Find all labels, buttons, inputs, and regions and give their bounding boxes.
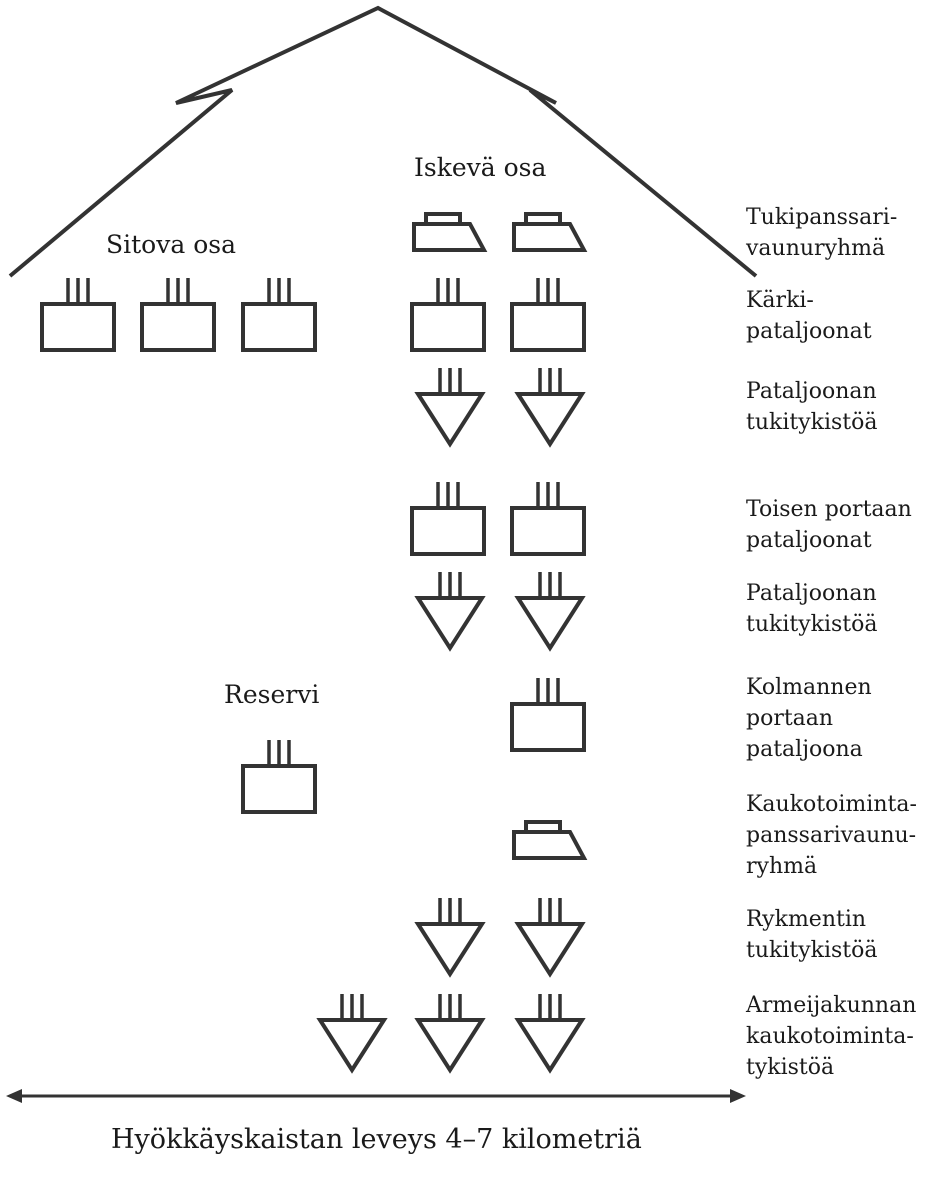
side-label-spearhead-battalions: Kärki- pataljoonat [746,288,872,344]
battalion-artillery-1 [416,366,484,446]
reserve-label: Reservi [224,680,320,709]
side-label-third-echelon: Kolmannen portaan pataljoona [746,675,872,762]
spearhead-battalion-2 [510,276,586,352]
attack-width-caption: Hyökkäyskaistan leveys 4–7 kilometriä [111,1124,642,1155]
width-double-arrow [6,1089,746,1103]
side-label-battalion-artillery-2: Pataljoonan tukitykistöä [746,581,878,637]
regimental-artillery-1 [416,896,484,976]
battalion-artillery-3 [416,570,484,650]
fixing-battalion-1 [40,276,116,352]
support-tank-2 [512,212,586,252]
fixing-battalion-3 [241,276,317,352]
spearhead-battalion-1 [410,276,486,352]
support-tank-1 [412,212,486,252]
corps-artillery-2 [416,992,484,1072]
side-label-battalion-artillery-1: Pataljoonan tukitykistöä [746,379,878,435]
third-echelon-battalion [510,676,586,752]
regimental-artillery-2 [516,896,584,976]
second-echelon-battalion-1 [410,480,486,556]
corps-artillery-3 [516,992,584,1072]
side-label-corps-artillery: Armeijakunnan kaukotoiminta- tykistöä [746,993,917,1080]
fixing-battalion-2 [140,276,216,352]
second-echelon-battalion-2 [510,480,586,556]
side-label-long-range-tank-group: Kaukotoiminta- panssarivaunu- ryhmä [746,792,917,879]
fixing-part-label: Sitova osa [106,230,236,259]
side-label-regimental-artillery: Rykmentin tukitykistöä [746,907,878,963]
reserve-battalion [241,738,317,814]
long-range-tank [512,820,586,860]
battalion-artillery-2 [516,366,584,446]
striking-part-label: Iskevä osa [414,153,547,182]
battalion-artillery-4 [516,570,584,650]
corps-artillery-1 [318,992,386,1072]
side-label-support-tank-group: Tukipanssari- vaunuryhmä [746,205,898,261]
advance-arrow-outline [8,5,758,278]
side-label-second-echelon: Toisen portaan pataljoonat [746,497,912,553]
